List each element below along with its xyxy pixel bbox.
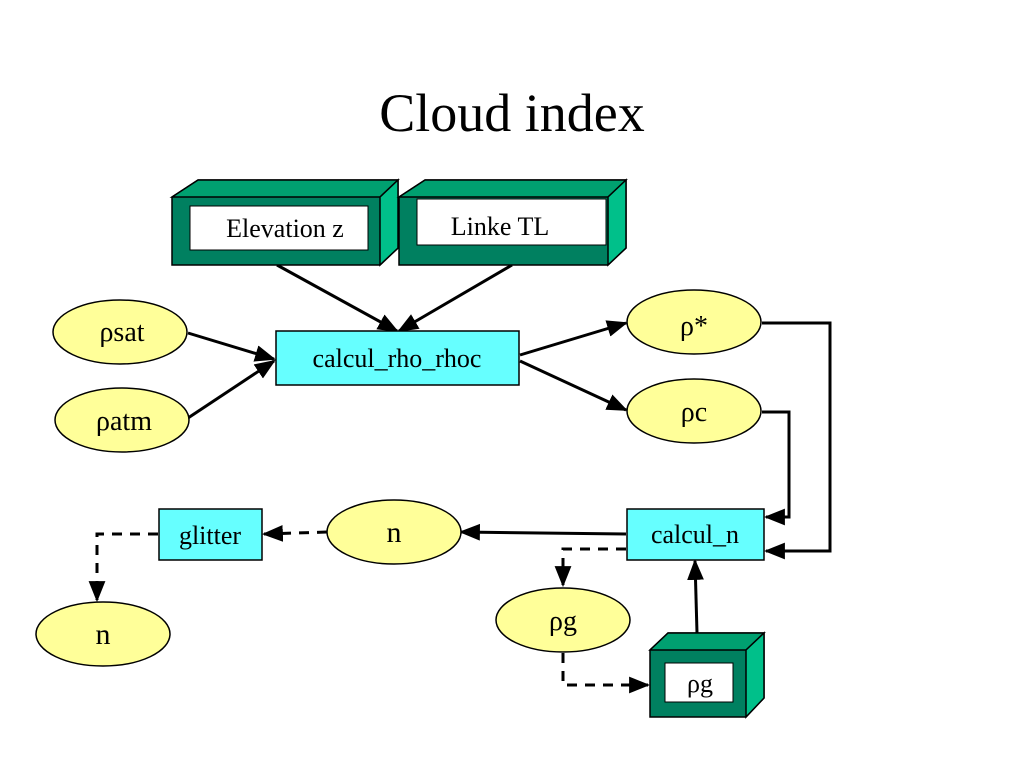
edge-calcul-n-to-n [458, 523, 627, 541]
n-out-label: n [96, 618, 111, 651]
edge-rhog-ellipse-to-rhog-box [561, 653, 651, 694]
edge-n-to-glitter [261, 525, 328, 542]
linke-box: Linke TL [396, 178, 628, 267]
n-mid-ellipse: n [326, 499, 462, 565]
rhosat-ellipse: ρsat [52, 299, 188, 365]
calcul-n-box: calcul_n [626, 508, 765, 561]
elevation-box: Elevation z [169, 178, 400, 267]
edges [187, 263, 832, 634]
edge-calcul-rho-to-rhostar [519, 320, 629, 357]
rhostar-label: ρ* [680, 311, 708, 342]
rhoatm-label: ρatm [96, 406, 152, 437]
rhog-ellipse: ρg [495, 587, 631, 653]
glitter-label: glitter [179, 521, 241, 550]
edge-calcul-rho-to-rhoc [519, 359, 628, 412]
linke-label: Linke TL [451, 212, 549, 241]
rhoc-ellipse: ρc [626, 378, 762, 444]
edge-rhoc-to-calcul-n [762, 410, 791, 526]
edge-linke-to-calcul-rho [397, 263, 513, 333]
edge-elevation-to-calcul-rho [276, 263, 399, 333]
edge-rhosat-to-calcul-rho [187, 331, 277, 362]
calcul-n-label: calcul_n [651, 520, 739, 549]
edge-calcul-n-to-rhog-ellipse [554, 547, 626, 588]
calcul-rho-rhoc-box: calcul_rho_rhoc [275, 330, 520, 386]
glitter-box: glitter [158, 508, 263, 561]
edge-rhoatm-to-calcul-rho [187, 359, 276, 420]
calcul-rho-rhoc-label: calcul_rho_rhoc [313, 344, 482, 373]
rhoc-label: ρc [681, 397, 707, 428]
edge-rhostar-to-calcul-n [762, 321, 832, 560]
rhostar-ellipse: ρ* [626, 289, 762, 355]
n-mid-label: n [387, 516, 402, 549]
elevation-label: Elevation z [226, 214, 344, 243]
slide-title: Cloud index [379, 83, 645, 143]
edge-glitter-to-n-out [88, 532, 158, 603]
rhog-ellipse-label: ρg [549, 606, 577, 637]
rhog-box: ρg [648, 631, 766, 719]
rhoatm-ellipse: ρatm [54, 387, 190, 453]
rhosat-label: ρsat [99, 317, 144, 348]
dashed-edges [88, 525, 651, 694]
rhog-box-label: ρg [687, 669, 713, 698]
n-out-ellipse: n [35, 601, 171, 667]
edge-rhog-box-to-calcul-n [687, 558, 704, 634]
